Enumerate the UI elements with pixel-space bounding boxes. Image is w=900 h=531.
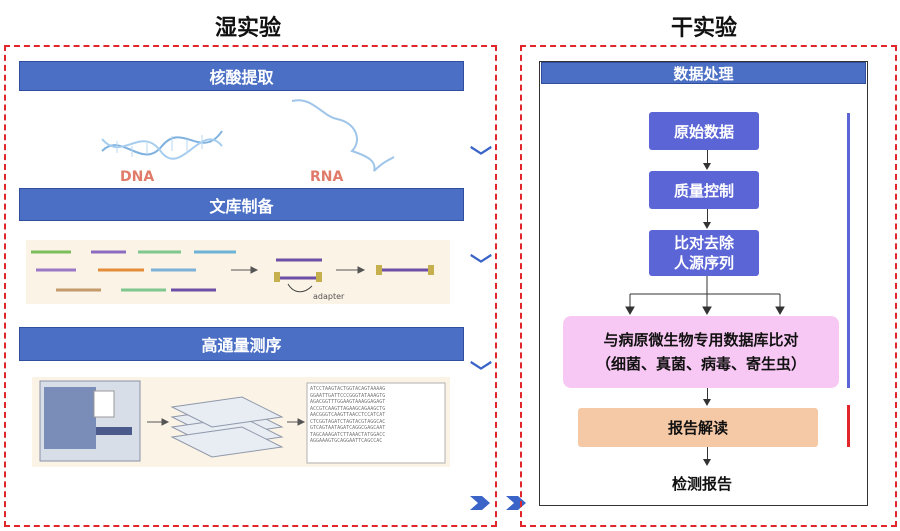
arrow-down-icon <box>703 459 711 466</box>
arrow-down-icon <box>703 163 711 170</box>
data-processing-header: 数据处理 <box>541 62 866 84</box>
dna-rna-illustration: DNA RNA <box>22 91 462 187</box>
report-interpretation-box: 报告解读 <box>578 408 818 447</box>
side-bar-red <box>847 405 850 447</box>
step-nucleic-acid-extraction: 核酸提取 <box>19 61 464 91</box>
step-high-throughput-sequencing: 高通量测序 <box>19 327 464 361</box>
sequencing-illustration: ATCCTAAGTACTGGTACAGTAAAAG GGAATTGATTCCCG… <box>32 377 450 467</box>
raw-data-box: 原始数据 <box>649 112 759 150</box>
remove-human-seq-line2: 人源序列 <box>674 253 734 273</box>
rna-label: RNA <box>310 169 343 185</box>
side-bar-blue <box>847 113 850 388</box>
chevron-down-icon: ﹀ <box>470 256 492 278</box>
pathogen-db-line1: 与病原微生物专用数据库比对 <box>603 328 798 352</box>
dna-helix-icon <box>22 91 462 187</box>
step-library-prep: 文库制备 <box>19 188 464 221</box>
arrow-down-icon <box>703 222 711 229</box>
adapter-label: adapter <box>313 292 344 301</box>
wet-lab-title: 湿实验 <box>215 10 281 42</box>
flow-arrow <box>707 209 708 223</box>
library-fragments-icon <box>26 240 450 304</box>
library-prep-illustration: adapter <box>26 240 450 304</box>
arrow-down-icon <box>703 399 711 406</box>
chevron-down-icon: ﹀ <box>470 148 492 170</box>
dry-lab-title: 干实验 <box>671 10 737 42</box>
quality-control-box: 质量控制 <box>649 171 759 209</box>
chevron-down-icon: ﹀ <box>470 363 492 385</box>
pathogen-db-line2: （细菌、真菌、病毒、寄生虫） <box>596 352 806 376</box>
branch-connector <box>625 276 785 316</box>
final-report-label: 检测报告 <box>672 473 732 494</box>
remove-human-seq-line1: 比对去除 <box>674 233 734 253</box>
sequence-reads: ATCCTAAGTACTGGTACAGTAAAAG GGAATTGATTCCCG… <box>310 386 442 460</box>
remove-human-seq-box: 比对去除 人源序列 <box>649 230 759 276</box>
dna-label: DNA <box>120 169 154 185</box>
flow-arrow <box>707 150 708 164</box>
pathogen-db-box: 与病原微生物专用数据库比对 （细菌、真菌、病毒、寄生虫） <box>563 316 839 388</box>
